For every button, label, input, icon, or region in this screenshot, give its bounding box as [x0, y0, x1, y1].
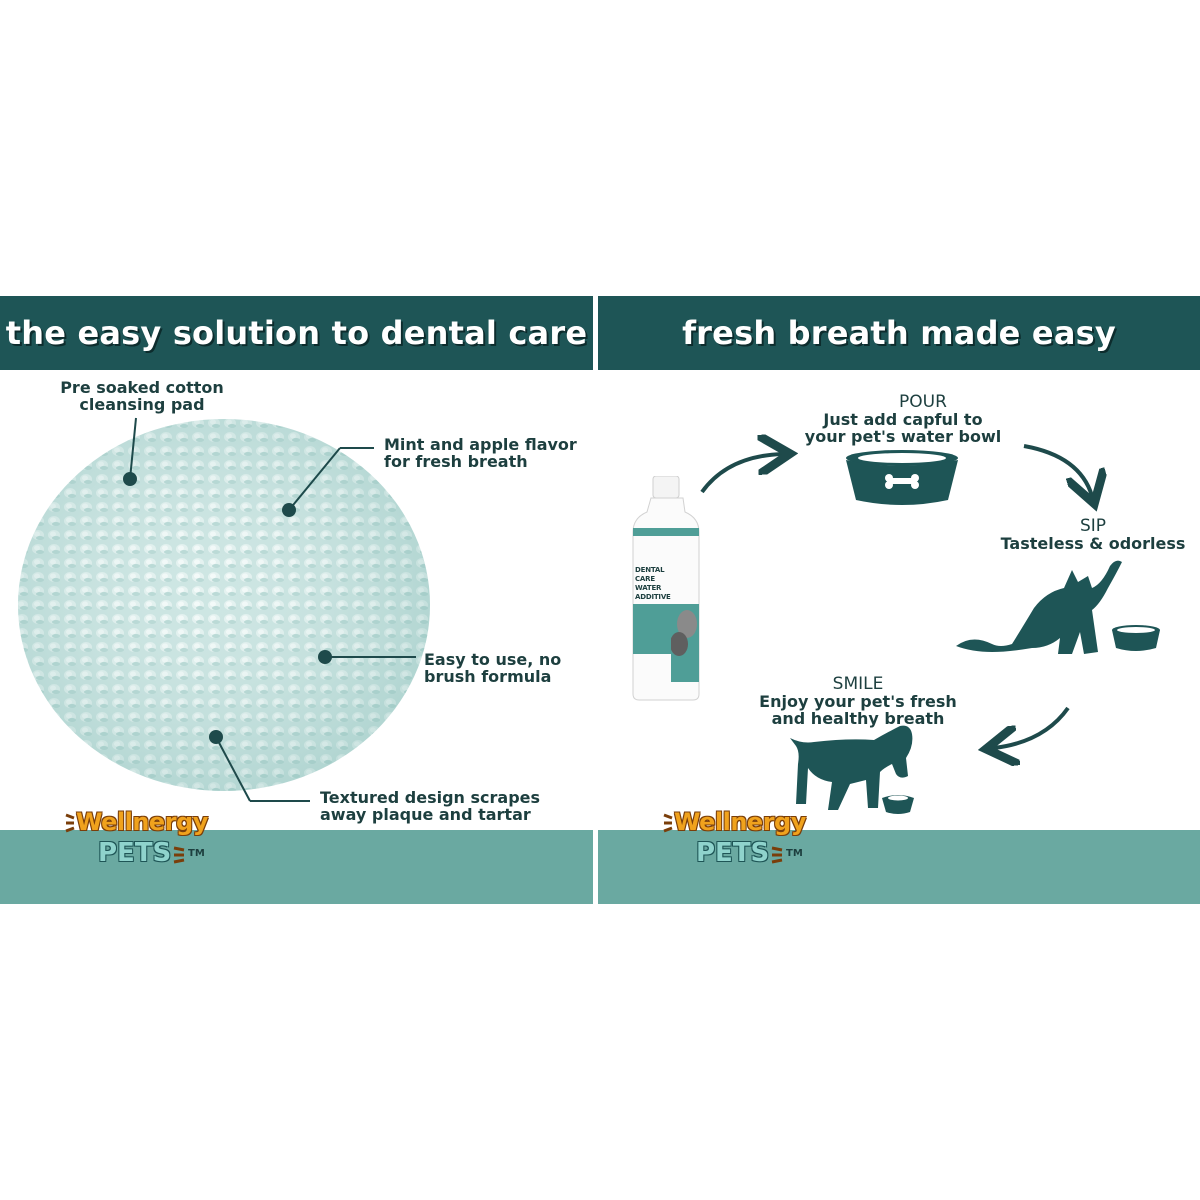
callout-mint-flavor-line2: for fresh breath: [384, 452, 528, 471]
claw-marks-icon: [771, 846, 783, 864]
callout-mint-flavor: Mint and apple flavor for fresh breath: [384, 436, 577, 470]
step-pour-line2: your pet's water bowl: [804, 427, 1002, 446]
callout-easy-to-use: Easy to use, no brush formula: [424, 651, 561, 685]
right-banner-title: fresh breath made easy: [682, 314, 1116, 352]
step-smile-line2: and healthy breath: [771, 709, 945, 728]
callout-easy-to-use-line1: Easy to use, no: [424, 650, 562, 669]
dog-bowl-icon: [790, 725, 914, 814]
bottle-label-line1: DENTAL CARE: [635, 566, 665, 583]
cat-drinking-icon: [956, 560, 1160, 654]
callout-easy-to-use-line2: brush formula: [424, 667, 552, 686]
bottle-label-line2: WATER: [635, 584, 662, 592]
claw-marks-icon: [173, 846, 185, 864]
logo-pets-text: PETS: [696, 838, 770, 868]
left-banner: the easy solution to dental care: [0, 296, 593, 370]
bowl-icon: [846, 450, 958, 505]
logo-wellnergy-text: Wellnergy: [76, 808, 208, 836]
callout-pre-soaked-line2: cleansing pad: [79, 395, 205, 414]
step-pour-line1: Just add capful to: [823, 410, 983, 429]
step-smile-title: SMILE: [832, 674, 884, 694]
right-banner: fresh breath made easy: [598, 296, 1200, 370]
logo-wellnergy-text: Wellnergy: [674, 808, 806, 836]
left-footer-band: [0, 830, 593, 904]
bottle-label: DENTAL CARE WATER ADDITIVE: [635, 566, 685, 602]
callout-mint-flavor-line1: Mint and apple flavor: [384, 435, 577, 454]
callout-dot-3: [318, 650, 332, 664]
step-smile-line1: Enjoy your pet's fresh: [759, 692, 957, 711]
logo-pets-text: PETS: [98, 838, 172, 868]
left-banner-title: the easy solution to dental care: [5, 314, 588, 352]
wellnergy-pets-logo: Wellnergy PETS TM: [64, 808, 234, 878]
right-panel: fresh breath made easy DENTAL CARE WATER…: [598, 296, 1200, 904]
callout-pre-soaked: Pre soaked cotton cleansing pad: [52, 379, 232, 413]
wellnergy-pets-logo-right: Wellnergy PETS TM: [662, 808, 832, 878]
callout-dot-1: [123, 472, 137, 486]
flow-arrows: [700, 296, 1200, 904]
step-pour-title: POUR: [899, 392, 947, 412]
logo-tm: TM: [188, 848, 205, 859]
bottle-shape: [632, 476, 700, 701]
callout-pre-soaked-line1: Pre soaked cotton: [60, 378, 224, 397]
product-bottle: DENTAL CARE WATER ADDITIVE: [631, 476, 703, 702]
callout-textured-design: Textured design scrapes away plaque and …: [320, 789, 540, 823]
callout-dot-2: [282, 503, 296, 517]
right-footer-band: [598, 830, 1200, 904]
paw-icon: [65, 813, 75, 833]
callout-lines: [129, 417, 416, 802]
logo-tm: TM: [786, 848, 803, 859]
cotton-pad-image: [18, 419, 430, 791]
paw-icon: [663, 813, 673, 833]
step-sip-title: SIP: [1079, 516, 1107, 536]
left-panel: the easy solution to dental care: [0, 296, 593, 904]
callout-dot-4: [209, 730, 223, 744]
bottle-label-line3: ADDITIVE: [635, 593, 671, 601]
step-sip-line1: Tasteless & odorless: [1000, 534, 1186, 553]
callout-textured-design-line2: away plaque and tartar: [320, 805, 531, 824]
callout-textured-design-line1: Textured design scrapes: [320, 788, 541, 807]
